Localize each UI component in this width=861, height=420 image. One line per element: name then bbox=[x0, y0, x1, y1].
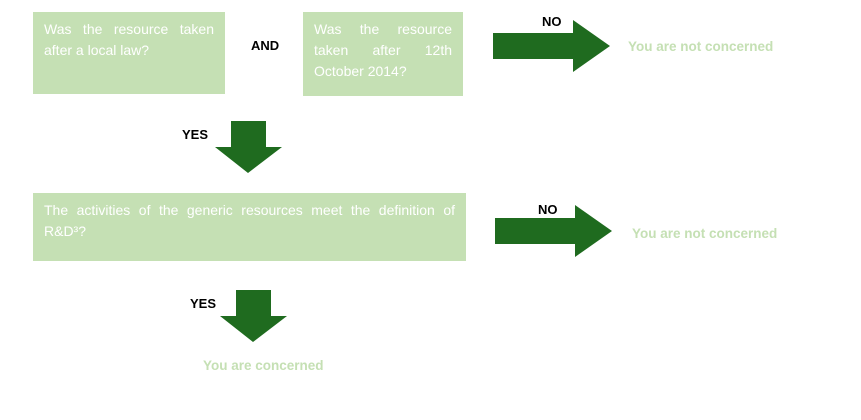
right-arrow-shape-second bbox=[495, 205, 612, 257]
right-arrow-icon-first bbox=[493, 20, 610, 72]
and-label: AND bbox=[251, 38, 280, 53]
yes-label-second: YES bbox=[190, 296, 217, 311]
question-text-date: Was the resource taken after 12th Octobe… bbox=[314, 21, 452, 79]
question-box-local-law: Was the resource taken after a local law… bbox=[33, 12, 225, 94]
right-arrow-shape-first bbox=[493, 20, 610, 72]
outcome-not-concerned-first: You are not concerned bbox=[628, 39, 774, 54]
down-arrow-shape-first bbox=[215, 121, 282, 173]
no-label-first: NO bbox=[542, 14, 562, 29]
outcome-concerned: You are concerned bbox=[203, 358, 324, 373]
question-text-local-law: Was the resource taken after a local law… bbox=[44, 21, 214, 58]
outcome-not-concerned-second: You are not concerned bbox=[632, 226, 778, 241]
question-text-rd-definition: The activities of the generic resources … bbox=[44, 202, 455, 239]
down-arrow-shape-second bbox=[220, 290, 287, 342]
down-arrow-icon-second bbox=[220, 290, 287, 342]
yes-label-first: YES bbox=[182, 127, 209, 142]
question-box-rd-definition: The activities of the generic resources … bbox=[33, 193, 466, 261]
question-box-date: Was the resource taken after 12th Octobe… bbox=[303, 12, 463, 96]
no-label-second: NO bbox=[538, 202, 558, 217]
right-arrow-icon-second bbox=[495, 205, 612, 257]
down-arrow-icon-first bbox=[215, 121, 282, 173]
